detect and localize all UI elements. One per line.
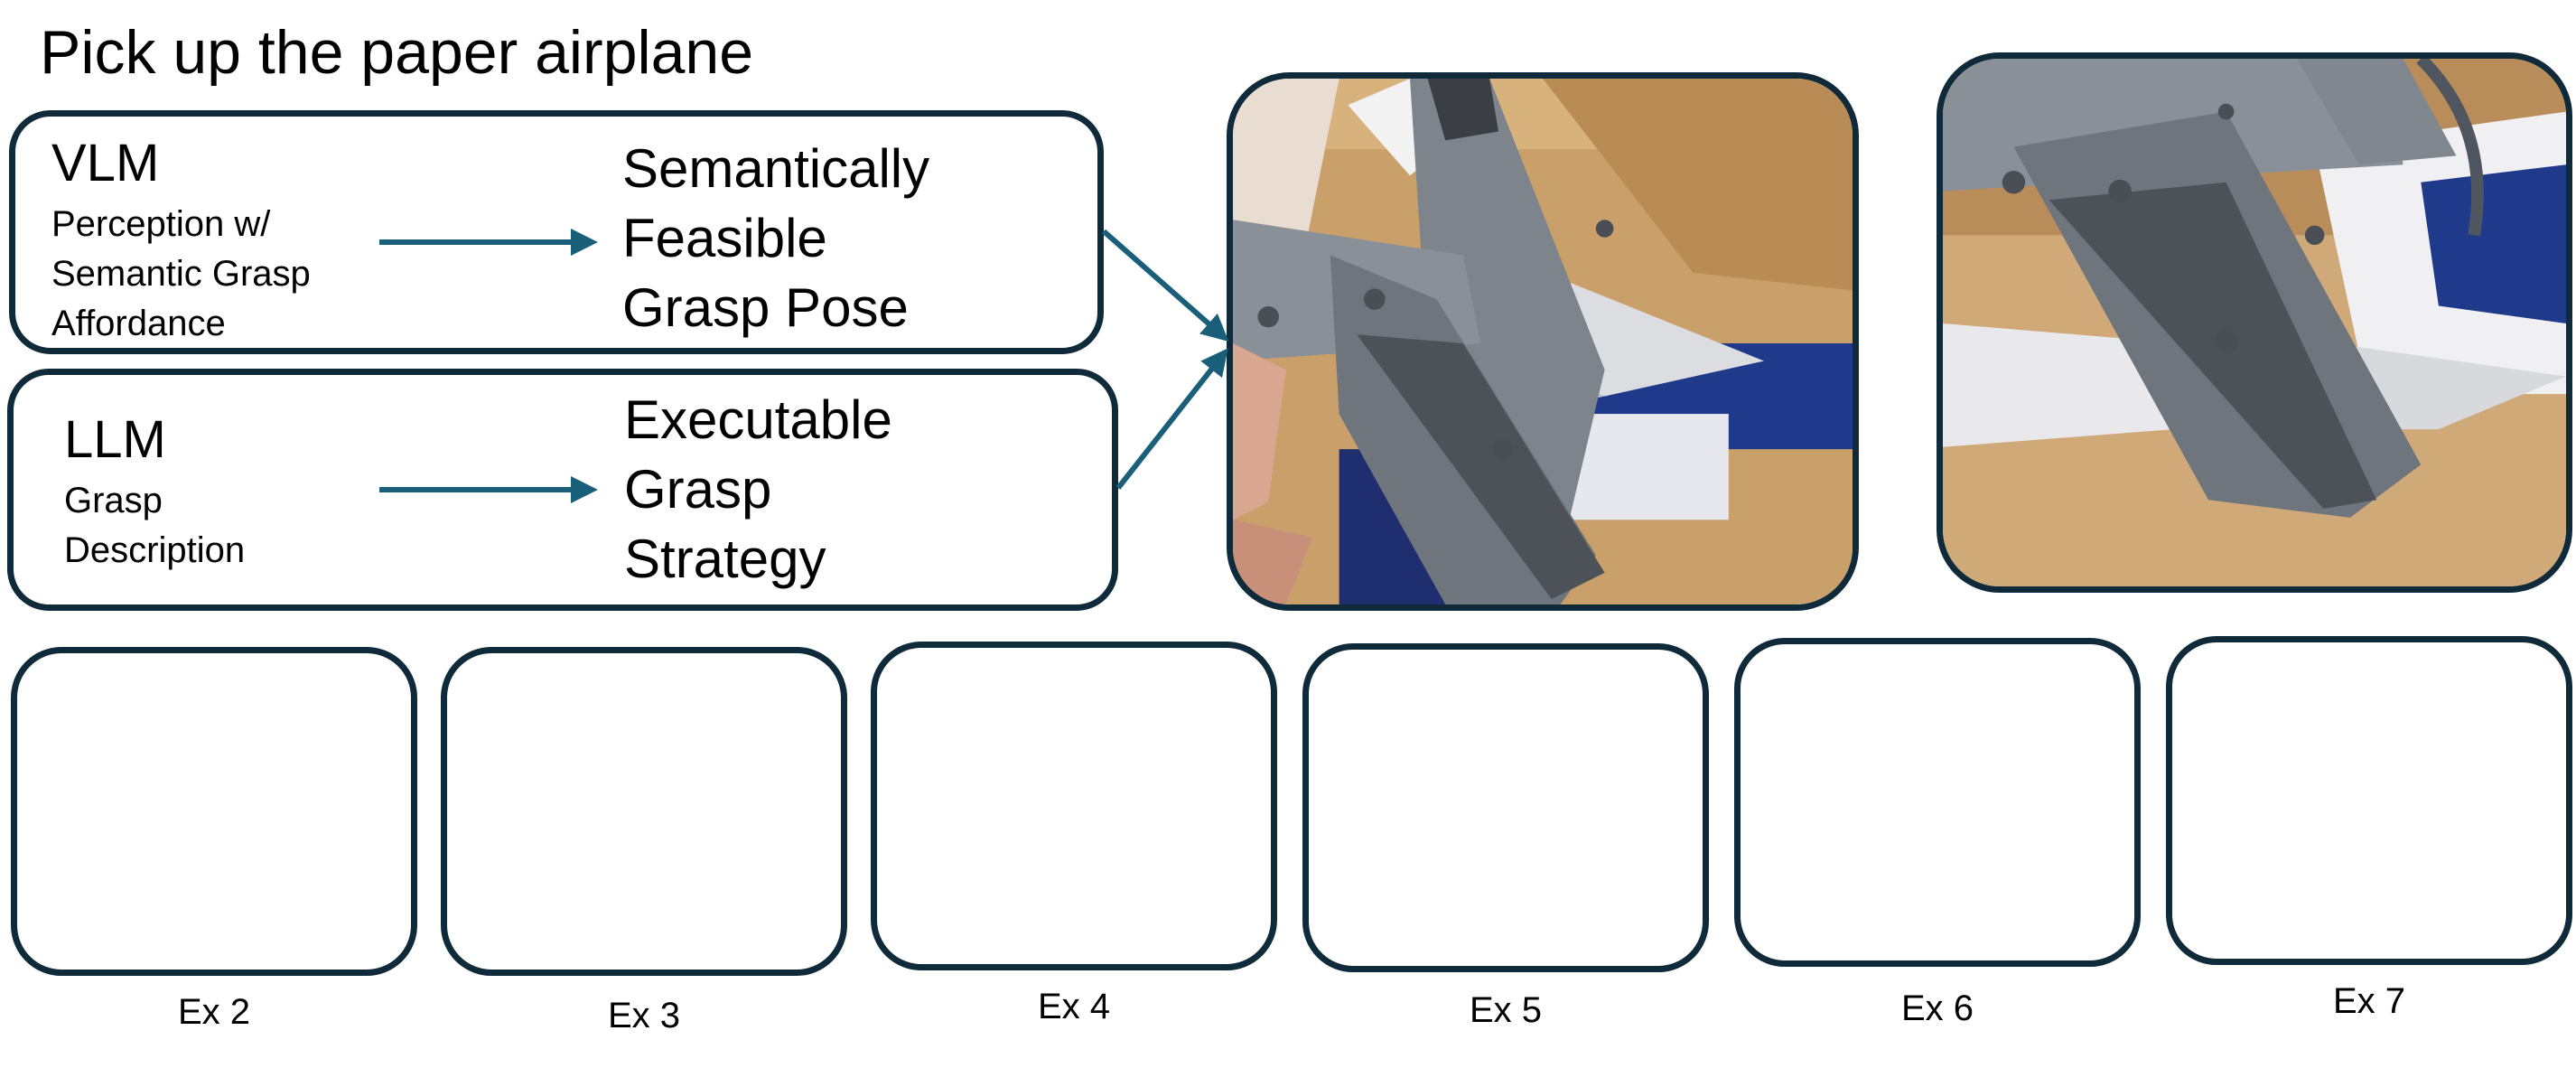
llm-output-line: Executable (624, 389, 892, 450)
example-box-6 (1734, 638, 2141, 967)
vlm-output-line: Semantically (622, 138, 930, 199)
vlm-output-line: Grasp Pose (622, 276, 909, 338)
llm-output-line: Strategy (624, 528, 826, 589)
llm-box: LLM Grasp Description Executable Grasp S… (7, 369, 1118, 611)
example-label: Ex 2 (177, 992, 251, 1032)
example-box-5 (1302, 643, 1709, 972)
vlm-description: Perception w/ Semantic Grasp Affordance (51, 200, 311, 350)
example-label: Ex 6 (1900, 988, 1974, 1028)
gripper-photo-closeup (1937, 52, 2572, 593)
llm-description-line: Description (64, 530, 246, 571)
gripper-photo-main (1227, 72, 1859, 611)
example-label: Ex 5 (1469, 990, 1543, 1030)
vlm-description-line: Affordance (51, 304, 226, 344)
example-box-2 (11, 647, 417, 976)
title: Pick up the paper airplane (40, 18, 754, 87)
vlm-label: VLM (51, 134, 160, 192)
example-box-7 (2166, 636, 2572, 965)
llm-label: LLM (64, 410, 166, 469)
llm-description: Grasp Description (64, 476, 245, 576)
llm-description-line: Grasp (64, 481, 163, 520)
example-label: Ex 4 (1037, 987, 1111, 1026)
example-box-3 (441, 647, 847, 976)
llm-to-photo-arrow (1115, 348, 1228, 490)
gripper-photo-main-image (1233, 79, 1853, 604)
example-box-4 (871, 642, 1277, 970)
example-label: Ex 7 (2332, 981, 2406, 1021)
vlm-description-line: Perception w/ (51, 204, 271, 244)
example-label: Ex 3 (607, 996, 681, 1035)
gripper-photo-closeup-image (1943, 59, 2566, 586)
vlm-to-photo-arrow (1102, 229, 1229, 342)
vlm-output-line: Feasible (622, 207, 827, 268)
llm-output-line: Grasp (624, 458, 772, 520)
vlm-description-line: Semantic Grasp (51, 254, 311, 295)
llm-output: Executable Grasp Strategy (624, 386, 892, 594)
vlm-box: VLM Perception w/ Semantic Grasp Afforda… (9, 110, 1104, 354)
vlm-output: Semantically Feasible Grasp Pose (622, 135, 929, 342)
